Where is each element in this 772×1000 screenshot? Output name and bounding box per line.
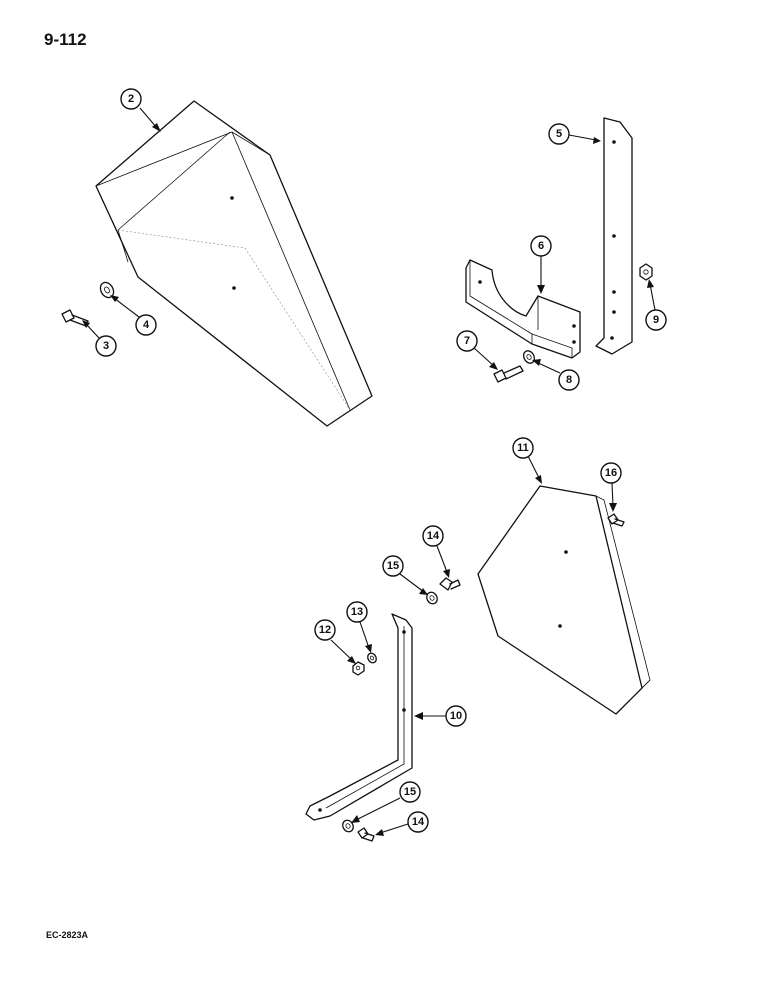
washer-part-13 <box>367 652 377 664</box>
callout-14-upper: 14 <box>422 525 450 578</box>
callout-11-label: 11 <box>517 442 529 454</box>
callout-15-upper-label: 15 <box>387 560 399 572</box>
shield-part <box>95 100 373 427</box>
callout-14-lower: 14 <box>375 811 429 836</box>
washer-part-15-lower <box>342 819 354 833</box>
callout-15-lower-label: 15 <box>404 786 416 798</box>
callout-3-label: 3 <box>103 340 109 352</box>
callout-7-label: 7 <box>464 335 470 347</box>
bracket-part-6 <box>465 259 581 359</box>
bolt-part-14-lower <box>357 827 375 842</box>
callout-15-upper: 15 <box>382 555 428 595</box>
nut-part-9 <box>639 263 653 281</box>
screw-part-16 <box>607 513 625 527</box>
callout-16: 16 <box>600 462 622 512</box>
callout-14-lower-label: 14 <box>412 816 425 828</box>
callout-12-label: 12 <box>319 624 331 636</box>
callout-5-label: 5 <box>556 128 562 140</box>
bracket-part-5 <box>595 117 633 355</box>
figure-code: EC-2823A <box>46 930 89 940</box>
callout-16-label: 16 <box>605 467 617 479</box>
callout-5: 5 <box>548 123 601 145</box>
support-part-10 <box>305 613 413 821</box>
washer-part-15-upper <box>426 591 438 605</box>
callout-11: 11 <box>512 437 542 484</box>
callout-4-label: 4 <box>143 319 150 331</box>
nut-part-12 <box>352 661 365 676</box>
callout-15-lower: 15 <box>351 781 421 823</box>
bolt-part-14-upper <box>439 577 461 591</box>
callout-10-label: 10 <box>450 710 462 722</box>
callout-9-label: 9 <box>653 314 659 326</box>
washer-part-4 <box>99 281 115 299</box>
callout-8-label: 8 <box>566 374 572 386</box>
callout-7: 7 <box>456 330 498 370</box>
plate-part-11 <box>477 485 651 715</box>
callout-9: 9 <box>645 279 667 331</box>
callout-13-label: 13 <box>351 606 363 618</box>
callout-3: 3 <box>82 320 117 357</box>
callout-6: 6 <box>530 235 552 294</box>
bolt-part-7 <box>493 365 524 383</box>
callout-13: 13 <box>346 601 372 653</box>
callout-4: 4 <box>110 295 157 336</box>
callout-2-label: 2 <box>128 93 134 105</box>
callout-8: 8 <box>532 359 580 391</box>
callout-14-upper-label: 14 <box>427 530 440 542</box>
callout-6-label: 6 <box>538 240 544 252</box>
callout-2: 2 <box>120 88 161 132</box>
washer-part-8 <box>522 350 536 364</box>
page-number: 9-112 <box>44 30 87 49</box>
callout-10: 10 <box>414 705 467 727</box>
callout-12: 12 <box>314 619 356 664</box>
